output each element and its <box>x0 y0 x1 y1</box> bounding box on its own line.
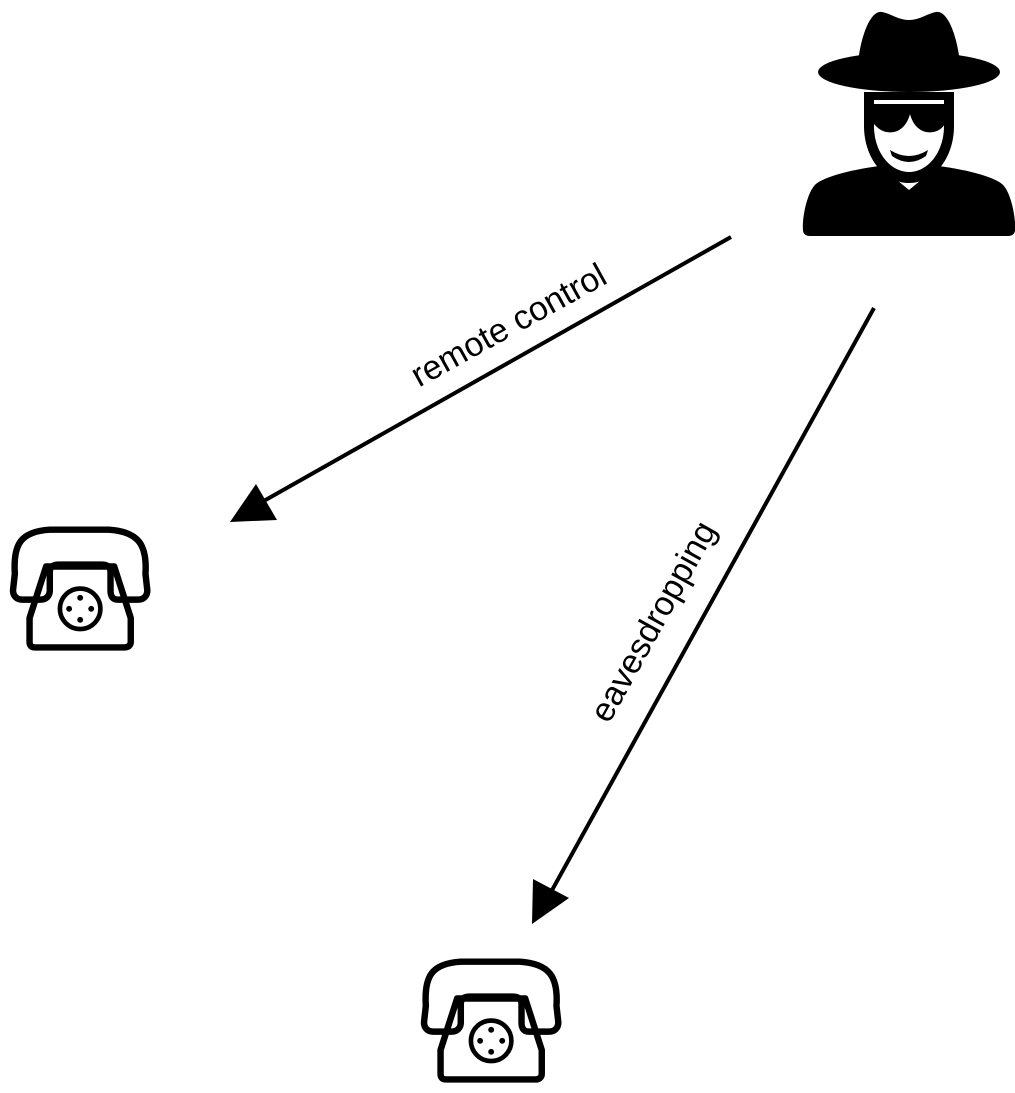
edge-label-eavesdropping: eavesdropping <box>583 515 724 729</box>
edge-label-remote-control: remote control <box>404 256 613 395</box>
arrowhead <box>532 879 569 924</box>
arrow-eavesdropping <box>532 307 876 924</box>
telephone-icon-left <box>13 530 147 648</box>
telephone-icon-bottom <box>424 962 558 1080</box>
arrow-remote-control <box>230 235 732 522</box>
spy-icon <box>802 11 1015 236</box>
arrowhead <box>230 484 277 522</box>
